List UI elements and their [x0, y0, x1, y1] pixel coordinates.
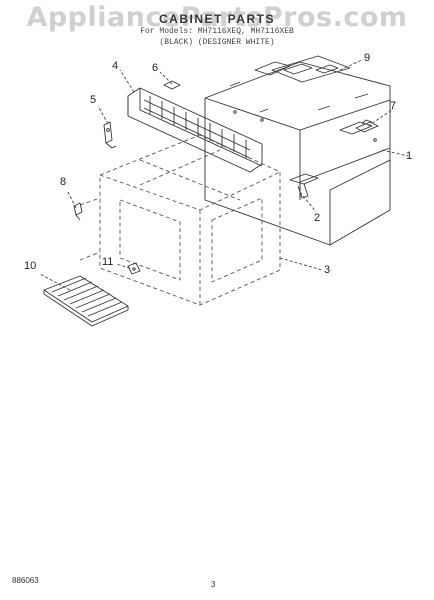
callout-7: 7 [390, 100, 397, 112]
part-bumper [127, 262, 141, 275]
callout-4: 4 [112, 60, 119, 72]
callout-10: 10 [24, 260, 37, 272]
part-cavity-frame [79, 134, 281, 306]
callout-9: 9 [364, 52, 371, 64]
diagram-title: CABINET PARTS [159, 12, 275, 26]
part-bracket-2 [289, 173, 319, 199]
callout-6: 6 [152, 62, 159, 74]
callout-1: 1 [406, 150, 413, 162]
color-line: (BLACK) (DESIGNER WHITE) [159, 38, 275, 47]
part-latch [103, 121, 117, 149]
diagram-code: 886063 [12, 576, 39, 585]
callout-5: 5 [90, 94, 97, 106]
part-clip-6 [163, 80, 181, 90]
part-grille [127, 87, 263, 173]
page-number: 3 [211, 580, 216, 589]
part-vent-plate [271, 55, 351, 83]
part-cabinet-wrapper [204, 61, 391, 246]
callout-8: 8 [60, 176, 67, 188]
part-shelf [43, 275, 129, 327]
callout-2: 2 [314, 212, 321, 224]
callout-3: 3 [324, 264, 331, 276]
part-clip-7 [355, 119, 379, 133]
callout-11: 11 [102, 256, 114, 268]
model-line: For Models: MH7116XEQ, MH7116XEB [140, 27, 294, 36]
leader-lines [39, 59, 409, 291]
part-screw-8 [73, 202, 83, 221]
